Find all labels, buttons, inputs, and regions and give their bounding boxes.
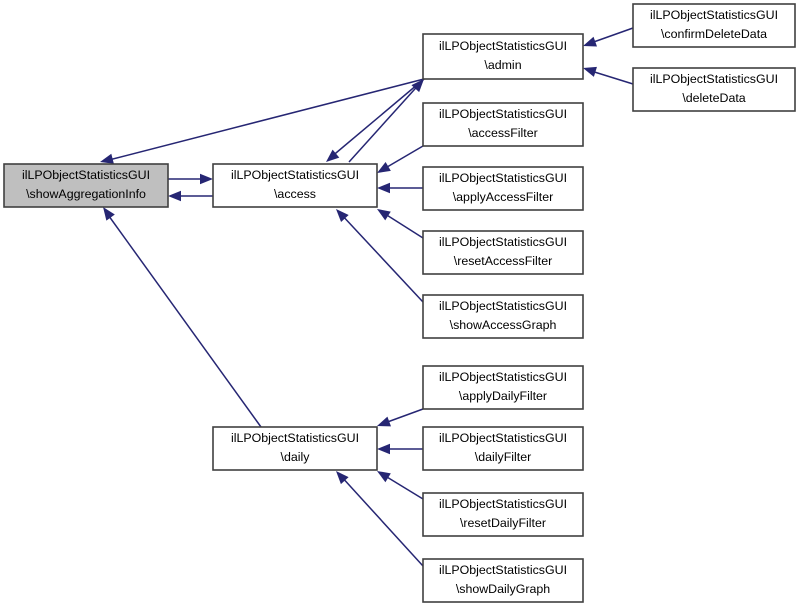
- edge-line: [348, 79, 424, 163]
- edge-line: [587, 27, 634, 45]
- call-edge: [377, 182, 423, 194]
- arrowhead-icon: [100, 153, 114, 164]
- edge-line: [587, 69, 634, 85]
- arrowhead-icon: [377, 443, 390, 455]
- graph-node-access[interactable]: ilLPObjectStatisticsGUI\access: [212, 163, 378, 208]
- call-edge: [377, 209, 424, 239]
- arrowhead-icon: [168, 190, 181, 202]
- arrowhead-icon: [583, 36, 597, 47]
- arrowhead-icon: [103, 207, 115, 221]
- graph-node-resetAccessFilter[interactable]: ilLPObjectStatisticsGUI\resetAccessFilte…: [422, 230, 584, 275]
- edge-line: [105, 211, 262, 428]
- call-edge: [348, 79, 424, 163]
- arrowhead-icon: [377, 471, 391, 483]
- node-box[interactable]: [422, 33, 584, 80]
- graph-node-admin[interactable]: ilLPObjectStatisticsGUI\admin: [422, 33, 584, 80]
- call-edge: [103, 207, 262, 428]
- call-edge: [583, 66, 634, 85]
- nodes-layer: ilLPObjectStatisticsGUI\showAggregationI…: [3, 3, 796, 603]
- edge-line: [381, 145, 424, 171]
- edge-line: [339, 474, 424, 567]
- arrowhead-icon: [377, 209, 391, 221]
- edge-line: [381, 473, 424, 500]
- graph-node-applyAccessFilter[interactable]: ilLPObjectStatisticsGUI\applyAccessFilte…: [422, 166, 584, 211]
- graph-node-resetDailyFilter[interactable]: ilLPObjectStatisticsGUI\resetDailyFilter: [422, 492, 584, 537]
- edge-line: [381, 211, 424, 239]
- call-edge: [377, 471, 424, 500]
- call-edge: [326, 78, 425, 162]
- node-box[interactable]: [422, 102, 584, 147]
- node-box[interactable]: [422, 492, 584, 537]
- node-box[interactable]: [3, 163, 169, 208]
- node-box[interactable]: [632, 3, 796, 48]
- node-box[interactable]: [212, 163, 378, 208]
- graph-node-accessFilter[interactable]: ilLPObjectStatisticsGUI\accessFilter: [422, 102, 584, 147]
- arrowhead-icon: [200, 173, 213, 185]
- edge-line: [104, 78, 425, 162]
- node-box[interactable]: [422, 166, 584, 211]
- graph-node-showAggregationInfo[interactable]: ilLPObjectStatisticsGUI\showAggregationI…: [3, 163, 169, 208]
- edges-layer: [100, 27, 634, 567]
- arrowhead-icon: [583, 66, 597, 77]
- edge-line: [329, 78, 425, 159]
- call-edge: [336, 471, 424, 567]
- graph-node-showDailyGraph[interactable]: ilLPObjectStatisticsGUI\showDailyGraph: [422, 558, 584, 603]
- arrowhead-icon: [326, 149, 340, 162]
- graph-node-dailyFilter[interactable]: ilLPObjectStatisticsGUI\dailyFilter: [422, 426, 584, 471]
- node-box[interactable]: [422, 558, 584, 603]
- graph-node-confirmDeleteData[interactable]: ilLPObjectStatisticsGUI\confirmDeleteDat…: [632, 3, 796, 48]
- call-edge: [336, 209, 424, 303]
- call-edge: [377, 145, 424, 173]
- graph-node-deleteData[interactable]: ilLPObjectStatisticsGUI\deleteData: [632, 67, 796, 112]
- graph-node-showAccessGraph[interactable]: ilLPObjectStatisticsGUI\showAccessGraph: [422, 294, 584, 339]
- call-edge: [100, 78, 425, 164]
- node-box[interactable]: [422, 294, 584, 339]
- arrowhead-icon: [336, 209, 349, 223]
- node-box[interactable]: [632, 67, 796, 112]
- arrowhead-icon: [377, 161, 391, 173]
- edge-line: [339, 212, 424, 303]
- node-box[interactable]: [422, 365, 584, 410]
- node-box[interactable]: [422, 230, 584, 275]
- call-edge: [583, 27, 634, 47]
- call-edge: [377, 443, 423, 455]
- arrowhead-icon: [411, 79, 424, 93]
- node-box[interactable]: [422, 426, 584, 471]
- call-edge: [168, 190, 213, 202]
- graph-node-daily[interactable]: ilLPObjectStatisticsGUI\daily: [212, 426, 378, 471]
- node-box[interactable]: [212, 426, 378, 471]
- graph-node-applyDailyFilter[interactable]: ilLPObjectStatisticsGUI\applyDailyFilter: [422, 365, 584, 410]
- arrowhead-icon: [336, 471, 349, 485]
- call-edge: [168, 173, 213, 185]
- call-edge: [377, 408, 424, 427]
- arrowhead-icon: [377, 182, 390, 194]
- arrowhead-icon: [377, 416, 391, 427]
